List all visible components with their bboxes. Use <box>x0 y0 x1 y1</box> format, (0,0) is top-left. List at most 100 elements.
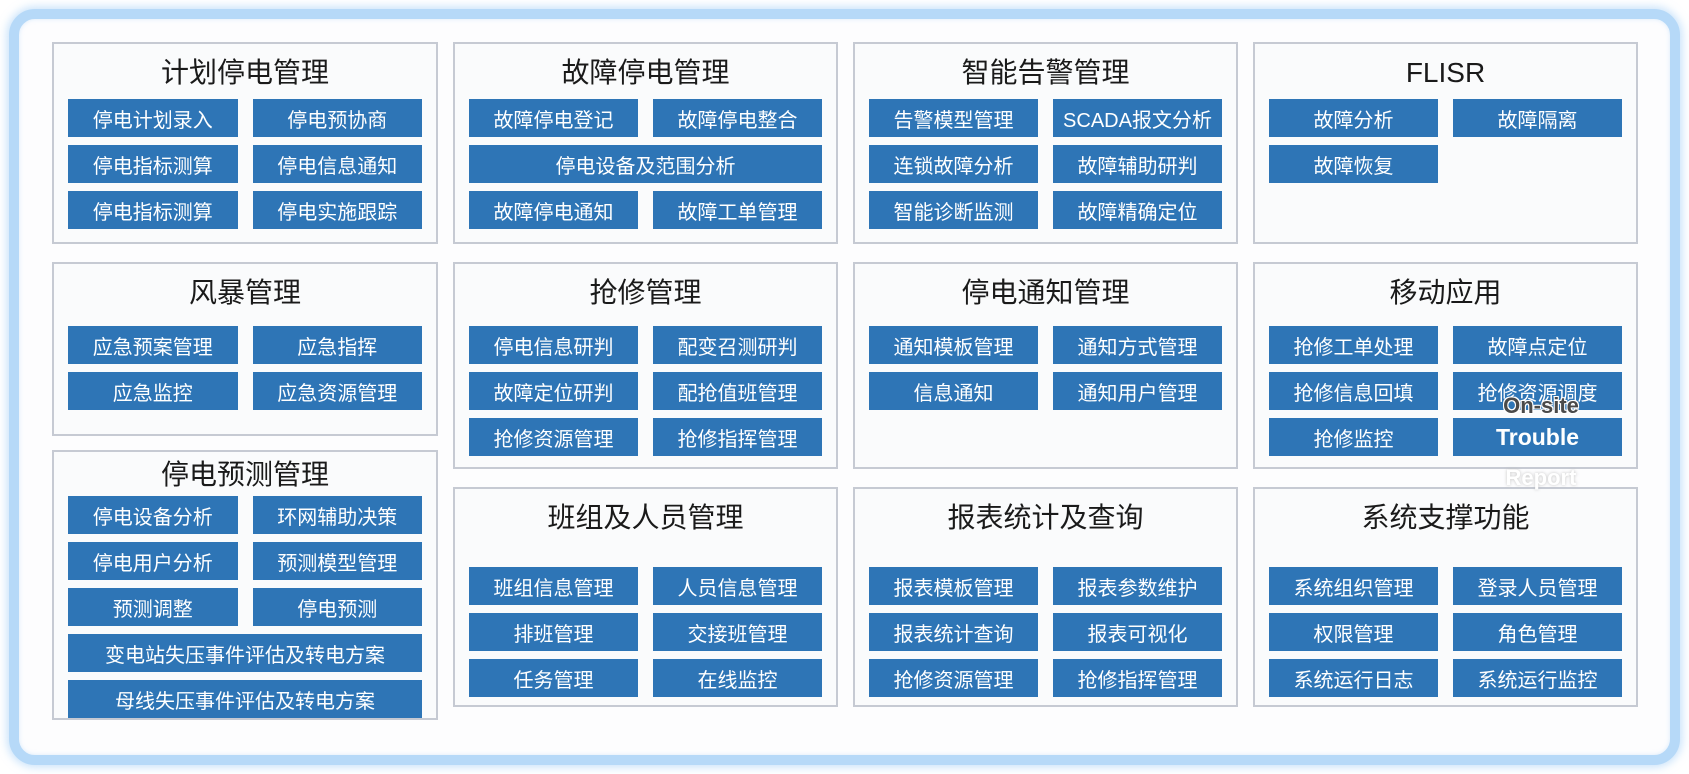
module-button-outage-forecast-0[interactable]: 停电设备分析 <box>68 496 238 534</box>
panel-title-team-personnel: 班组及人员管理 <box>547 502 744 533</box>
module-button-outage-notice-1[interactable]: 通知方式管理 <box>1053 326 1222 364</box>
module-button-outage-notice-0[interactable]: 通知模板管理 <box>869 326 1038 364</box>
module-button-team-personnel-4[interactable]: 任务管理 <box>469 659 638 697</box>
module-button-team-personnel-0[interactable]: 班组信息管理 <box>469 567 638 605</box>
button-grid: 停电计划录入停电预协商停电指标测算停电信息通知停电指标测算停电实施跟踪 <box>54 99 436 229</box>
module-button-repair-0[interactable]: 停电信息研判 <box>469 326 638 364</box>
module-button-mobile-app-0[interactable]: 抢修工单处理 <box>1269 326 1438 364</box>
module-button-repair-5[interactable]: 抢修指挥管理 <box>653 418 822 456</box>
panel-report-stats: 报表统计及查询报表模板管理报表参数维护报表统计查询报表可视化抢修资源管理抢修指挥… <box>853 487 1238 707</box>
panel-title-smart-alarm: 智能告警管理 <box>961 57 1130 88</box>
button-grid: 故障分析故障隔离故障恢复 <box>1255 99 1636 183</box>
module-button-outage-forecast-2[interactable]: 停电用户分析 <box>68 542 238 580</box>
module-button-fault-outage-3[interactable]: 故障停电通知 <box>469 191 638 229</box>
button-grid: 告警模型管理 SCADA报文分析连锁故障分析故障辅助研判智能诊断监测故障精确定位 <box>855 99 1236 229</box>
panel-outage-forecast: 停电预测管理停电设备分析环网辅助决策停电用户分析预测模型管理预测调整停电预测变电… <box>52 450 438 720</box>
module-button-fault-outage-1[interactable]: 故障停电整合 <box>653 99 822 137</box>
module-button-repair-3[interactable]: 配抢值班管理 <box>653 372 822 410</box>
module-button-storm-0[interactable]: 应急预案管理 <box>68 326 238 364</box>
module-button-system-support-5[interactable]: 系统运行监控 <box>1453 659 1622 697</box>
panel-title-fault-outage: 故障停电管理 <box>561 57 730 88</box>
module-button-smart-alarm-5[interactable]: 故障精确定位 <box>1053 191 1222 229</box>
module-button-smart-alarm-4[interactable]: 智能诊断监测 <box>869 191 1038 229</box>
button-grid: 抢修工单处理故障点定位抢修信息回填抢修资源调度抢修监控 Trouble <box>1255 326 1636 456</box>
button-grid: 系统组织管理登录人员管理权限管理角色管理系统运行日志系统运行监控 <box>1255 567 1636 697</box>
panel-outage-notice: 停电通知管理通知模板管理通知方式管理信息通知通知用户管理 <box>853 262 1238 469</box>
panel-repair: 抢修管理停电信息研判配变召测研判故障定位研判配抢值班管理抢修资源管理抢修指挥管理 <box>453 262 838 469</box>
module-button-planned-outage-2[interactable]: 停电指标测算 <box>68 145 238 183</box>
button-grid: 故障停电登记故障停电整合停电设备及范围分析故障停电通知故障工单管理 <box>455 99 836 229</box>
module-button-outage-notice-2[interactable]: 信息通知 <box>869 372 1038 410</box>
module-button-planned-outage-5[interactable]: 停电实施跟踪 <box>252 191 422 229</box>
panel-title-outage-forecast: 停电预测管理 <box>160 459 329 490</box>
panel-storm: 风暴管理应急预案管理应急指挥应急监控应急资源管理 <box>52 262 438 436</box>
module-button-repair-1[interactable]: 配变召测研判 <box>653 326 822 364</box>
button-grid: 停电设备分析环网辅助决策停电用户分析预测模型管理预测调整停电预测变电站失压事件评… <box>54 496 436 718</box>
module-button-fault-outage-4[interactable]: 故障工单管理 <box>653 191 822 229</box>
module-button-planned-outage-3[interactable]: 停电信息通知 <box>252 145 422 183</box>
module-button-outage-forecast-6[interactable]: 变电站失压事件评估及转电方案 <box>68 634 422 672</box>
module-button-team-personnel-5[interactable]: 在线监控 <box>653 659 822 697</box>
button-grid: 停电信息研判配变召测研判故障定位研判配抢值班管理抢修资源管理抢修指挥管理 <box>455 326 836 456</box>
button-grid: 应急预案管理应急指挥应急监控应急资源管理 <box>54 326 436 410</box>
panel-title-storm: 风暴管理 <box>188 277 301 308</box>
module-button-outage-forecast-4[interactable]: 预测调整 <box>68 588 238 626</box>
module-button-mobile-app-1[interactable]: 故障点定位 <box>1453 326 1622 364</box>
module-button-planned-outage-4[interactable]: 停电指标测算 <box>68 191 238 229</box>
panel-flisr: FLISR 故障分析故障隔离故障恢复 <box>1253 42 1638 244</box>
module-button-team-personnel-1[interactable]: 人员信息管理 <box>653 567 822 605</box>
module-button-flisr-2[interactable]: 故障恢复 <box>1269 145 1438 183</box>
module-button-report-stats-3[interactable]: 报表可视化 <box>1053 613 1222 651</box>
module-button-team-personnel-2[interactable]: 排班管理 <box>469 613 638 651</box>
panel-title-flisr: FLISR <box>1405 57 1486 88</box>
module-button-outage-forecast-3[interactable]: 预测模型管理 <box>252 542 422 580</box>
module-button-flisr-1[interactable]: 故障隔离 <box>1453 99 1622 137</box>
panel-title-mobile-app: 移动应用 <box>1389 277 1502 308</box>
module-button-report-stats-1[interactable]: 报表参数维护 <box>1053 567 1222 605</box>
module-button-report-stats-2[interactable]: 报表统计查询 <box>869 613 1038 651</box>
module-button-storm-2[interactable]: 应急监控 <box>68 372 238 410</box>
module-button-report-stats-5[interactable]: 抢修指挥管理 <box>1053 659 1222 697</box>
module-button-mobile-app-4[interactable]: 抢修监控 <box>1269 418 1438 456</box>
module-button-planned-outage-0[interactable]: 停电计划录入 <box>68 99 238 137</box>
module-button-system-support-1[interactable]: 登录人员管理 <box>1453 567 1622 605</box>
module-button-report-stats-0[interactable]: 报表模板管理 <box>869 567 1038 605</box>
panel-title-report-stats: 报表统计及查询 <box>947 502 1144 533</box>
button-grid: 报表模板管理报表参数维护报表统计查询报表可视化抢修资源管理抢修指挥管理 <box>855 567 1236 697</box>
panel-title-repair: 抢修管理 <box>589 277 702 308</box>
module-button-repair-2[interactable]: 故障定位研判 <box>469 372 638 410</box>
module-button-repair-4[interactable]: 抢修资源管理 <box>469 418 638 456</box>
module-button-system-support-0[interactable]: 系统组织管理 <box>1269 567 1438 605</box>
module-button-system-support-4[interactable]: 系统运行日志 <box>1269 659 1438 697</box>
panel-team-personnel: 班组及人员管理班组信息管理人员信息管理排班管理交接班管理任务管理在线监控 <box>453 487 838 707</box>
module-button-fault-outage-0[interactable]: 故障停电登记 <box>469 99 638 137</box>
module-button-outage-notice-3[interactable]: 通知用户管理 <box>1053 372 1222 410</box>
panel-title-outage-notice: 停电通知管理 <box>961 277 1130 308</box>
module-button-storm-1[interactable]: 应急指挥 <box>252 326 422 364</box>
module-button-team-personnel-3[interactable]: 交接班管理 <box>653 613 822 651</box>
module-button-outage-forecast-7[interactable]: 母线失压事件评估及转电方案 <box>68 680 422 718</box>
module-button-mobile-app-3[interactable]: 抢修资源调度 <box>1453 372 1622 410</box>
module-button-mobile-app-2[interactable]: 抢修信息回填 <box>1269 372 1438 410</box>
module-button-smart-alarm-1[interactable]: SCADA报文分析 <box>1053 99 1222 137</box>
module-button-report-stats-4[interactable]: 抢修资源管理 <box>869 659 1038 697</box>
button-grid: 通知模板管理通知方式管理信息通知通知用户管理 <box>855 326 1236 410</box>
panel-title-system-support: 系统支撑功能 <box>1361 502 1530 533</box>
panel-system-support: 系统支撑功能系统组织管理登录人员管理权限管理角色管理系统运行日志系统运行监控 <box>1253 487 1638 707</box>
module-button-storm-3[interactable]: 应急资源管理 <box>252 372 422 410</box>
module-button-system-support-3[interactable]: 角色管理 <box>1453 613 1622 651</box>
module-button-planned-outage-1[interactable]: 停电预协商 <box>252 99 422 137</box>
module-button-smart-alarm-3[interactable]: 故障辅助研判 <box>1053 145 1222 183</box>
module-button-flisr-0[interactable]: 故障分析 <box>1269 99 1438 137</box>
panel-fault-outage: 故障停电管理故障停电登记故障停电整合停电设备及范围分析故障停电通知故障工单管理 <box>453 42 838 244</box>
module-button-smart-alarm-2[interactable]: 连锁故障分析 <box>869 145 1038 183</box>
module-button-mobile-app-5[interactable]: Trouble <box>1453 418 1622 456</box>
module-button-outage-forecast-5[interactable]: 停电预测 <box>252 588 422 626</box>
panel-smart-alarm: 智能告警管理告警模型管理 SCADA报文分析连锁故障分析故障辅助研判智能诊断监测故… <box>853 42 1238 244</box>
module-button-fault-outage-2[interactable]: 停电设备及范围分析 <box>469 145 822 183</box>
module-button-outage-forecast-1[interactable]: 环网辅助决策 <box>252 496 422 534</box>
module-button-system-support-2[interactable]: 权限管理 <box>1269 613 1438 651</box>
module-button-smart-alarm-0[interactable]: 告警模型管理 <box>869 99 1038 137</box>
panel-planned-outage: 计划停电管理停电计划录入停电预协商停电指标测算停电信息通知停电指标测算停电实施跟… <box>52 42 438 244</box>
